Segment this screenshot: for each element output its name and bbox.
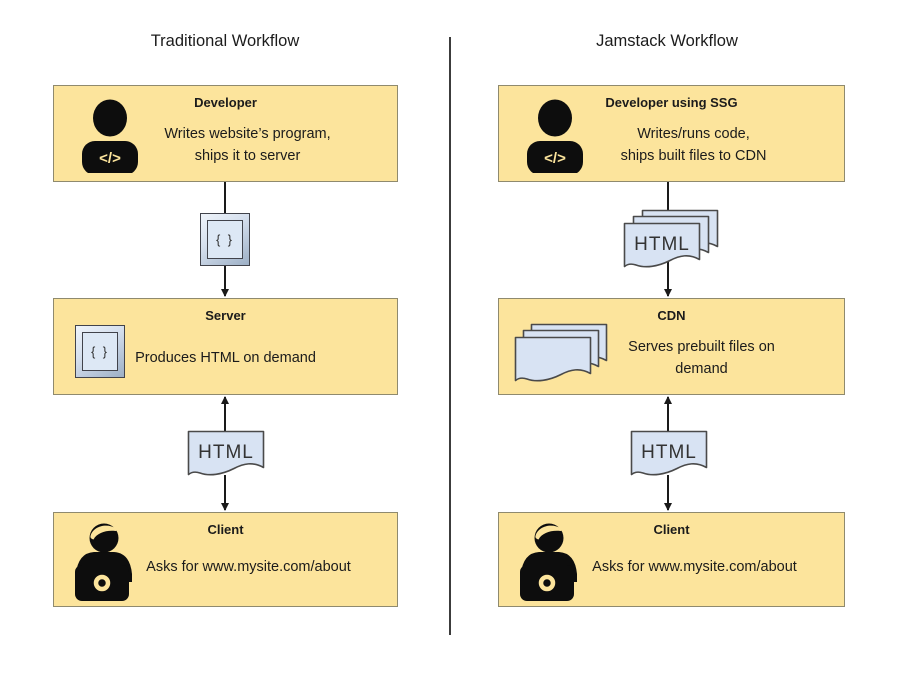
code-glyph: </>: [544, 150, 566, 167]
box-title: Developer: [194, 95, 257, 110]
client-icon: [70, 522, 134, 607]
client-icon: [515, 522, 579, 607]
connector-arrow-down: [224, 266, 226, 296]
prebuilt-files-stack-icon: [513, 323, 609, 385]
box-cdn: CDN Serves prebuilt files on demand: [498, 298, 845, 395]
developer-icon: </>: [524, 99, 586, 178]
html-doc-label: HTML: [641, 442, 697, 463]
keycap-icon: { }: [200, 213, 250, 266]
html-stack-label: HTML: [634, 234, 690, 255]
html-doc-label: HTML: [198, 442, 254, 463]
box-body-text: Produces HTML on demand: [135, 349, 316, 366]
box-title: Client: [207, 522, 244, 537]
box-title: Client: [653, 522, 690, 537]
column-title-jamstack: Jamstack Workflow: [596, 32, 738, 50]
code-glyph: </>: [99, 150, 121, 167]
box-body-text: Serves prebuilt files on demand: [628, 339, 775, 377]
box-client-jamstack: Client Asks for www.mysite.com/about: [498, 512, 845, 607]
developer-icon: </>: [79, 99, 141, 178]
box-title: CDN: [657, 308, 686, 323]
connector-arrow-up: [224, 397, 226, 431]
box-developer-traditional: Developer </> Writes website’s program, …: [53, 85, 398, 182]
box-client-traditional: Client Asks for www.mysite.com/about: [53, 512, 398, 607]
html-document-icon: HTML: [187, 430, 265, 483]
box-developer-jamstack: Developer using SSG </> Writes/runs code…: [498, 85, 845, 182]
connector-arrow-down: [224, 475, 226, 510]
box-body-text: Asks for www.mysite.com/about: [146, 558, 351, 575]
connector-arrow-up: [667, 397, 669, 431]
box-body-text: Writes website’s program, ships it to se…: [164, 126, 331, 164]
keycap-icon: { }: [75, 325, 125, 378]
column-title-traditional: Traditional Workflow: [150, 32, 300, 50]
connector-arrow-down: [667, 475, 669, 510]
column-divider: [448, 37, 451, 635]
box-body-text: Asks for www.mysite.com/about: [592, 558, 797, 575]
keycap-label: { }: [82, 332, 118, 371]
html-document-icon: HTML: [630, 430, 708, 483]
keycap-label: { }: [207, 220, 243, 259]
connector-line: [224, 182, 226, 213]
box-title: Server: [205, 308, 246, 323]
html-document-stack-icon: HTML: [622, 209, 722, 271]
box-server: Server { } Produces HTML on demand: [53, 298, 398, 395]
box-body-text: Writes/runs code, ships built files to C…: [620, 126, 767, 164]
box-title: Developer using SSG: [605, 95, 738, 110]
